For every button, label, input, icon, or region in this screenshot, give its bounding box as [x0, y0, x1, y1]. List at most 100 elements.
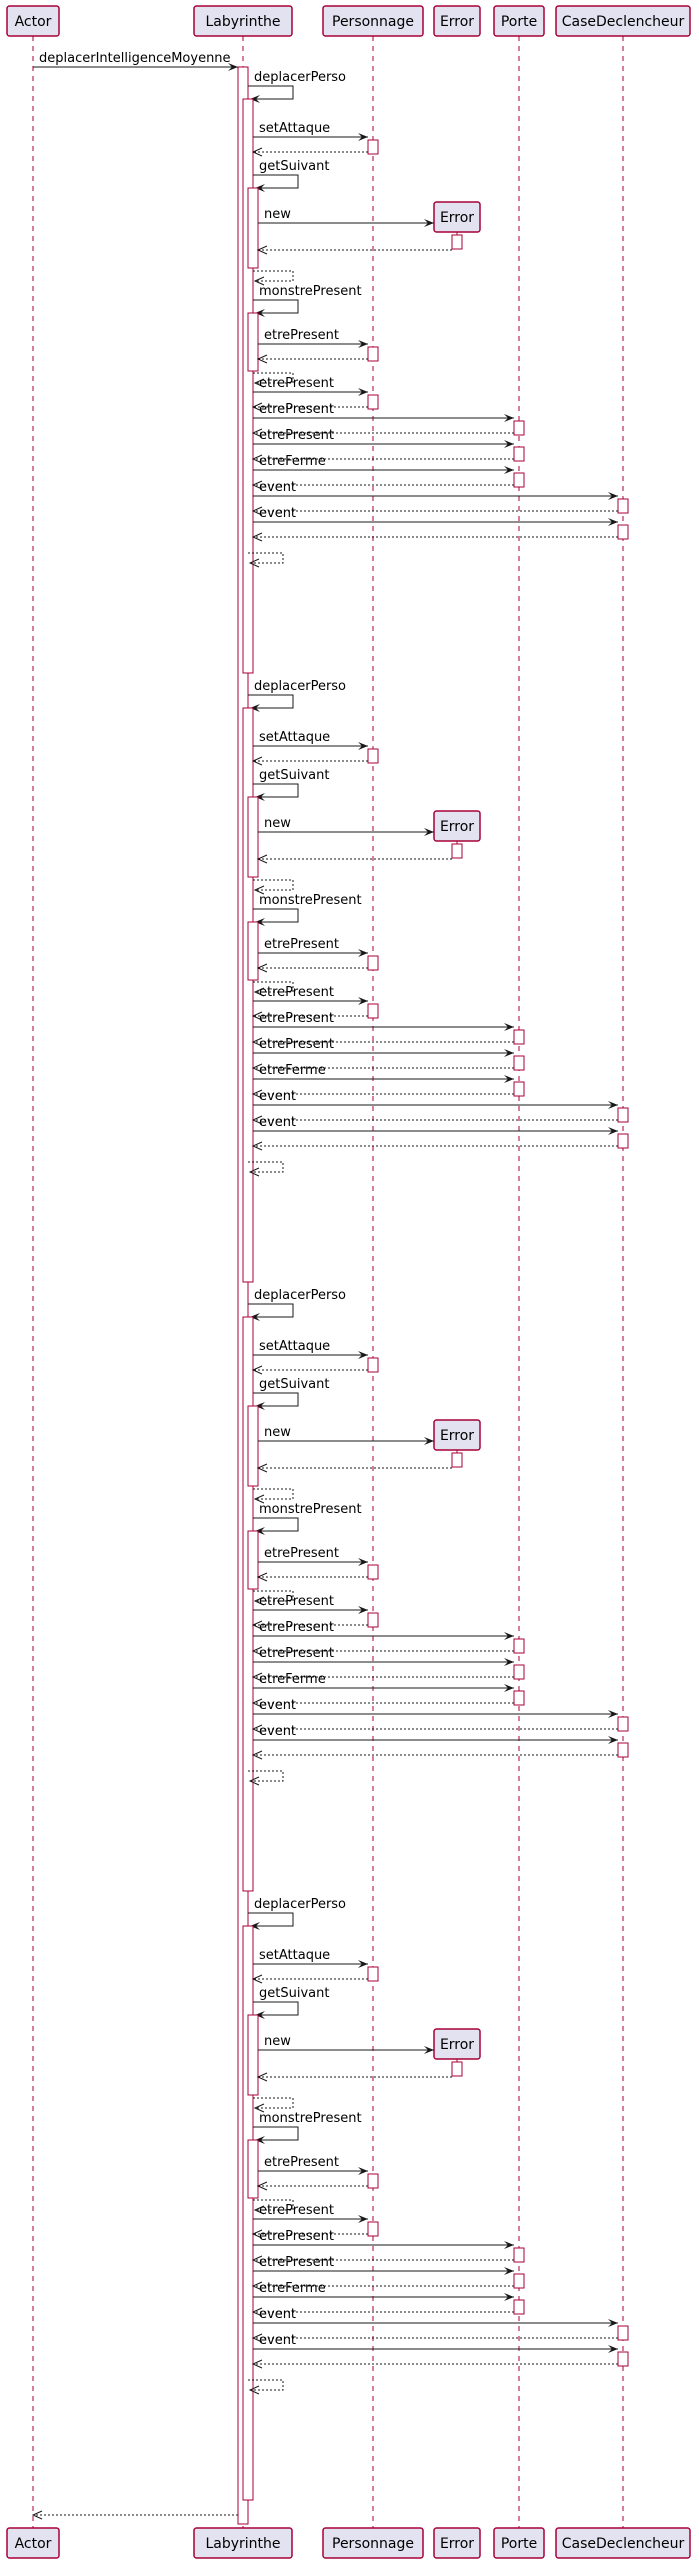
self-return-arrow	[253, 270, 294, 282]
arrow-head	[358, 2215, 368, 2223]
activation-box	[367, 1966, 379, 1982]
message-label-set-attaque: setAttaque	[259, 730, 330, 745]
arrow-head	[608, 1101, 618, 1109]
message-label-monstre-present: monstrePresent	[259, 893, 362, 908]
arrow-head	[504, 2267, 514, 2275]
participant-error-top: Error	[433, 5, 481, 37]
message-label-deplacer-intelligence-moyenne: deplacerIntelligenceMoyenne	[39, 51, 231, 66]
participant-box	[322, 2527, 424, 2559]
self-return-arrow	[253, 2199, 294, 2211]
self-message-arrow	[248, 85, 294, 100]
message-label-etre-present: etrePresent	[259, 1620, 334, 1635]
message-label-deplacer-perso: deplacerPerso	[254, 1897, 346, 1912]
message-label-etre-present: etrePresent	[264, 1546, 339, 1561]
arrow-head	[504, 1684, 514, 1692]
message-label-etre-ferme: etreFerme	[259, 1063, 326, 1078]
activation-box	[513, 1029, 525, 1045]
participant-label: Error	[440, 2037, 474, 2053]
participant-box	[193, 2527, 293, 2559]
arrow-head	[251, 2229, 263, 2239]
monstre-present-activation	[247, 921, 259, 981]
participant-error-created: Error	[433, 2028, 481, 2060]
message-label-etre-present: etrePresent	[264, 2155, 339, 2170]
activation-box	[451, 843, 463, 859]
message-label-new: new	[264, 816, 291, 831]
arrow-head	[358, 133, 368, 141]
arrow-head	[251, 1063, 263, 1073]
arrow-head	[251, 1620, 263, 1630]
self-message-arrow	[253, 2126, 299, 2141]
participant-personnage-top: Personnage	[322, 5, 424, 37]
activation-box	[617, 2325, 629, 2341]
arrow-head	[251, 1750, 263, 1760]
arrow-head	[251, 1698, 263, 1708]
arrow-head	[251, 1646, 263, 1656]
arrow-head	[251, 1974, 263, 1984]
arrow-head	[608, 2345, 618, 2353]
arrow-head	[255, 918, 265, 926]
arrow-head	[251, 756, 263, 766]
participant-label: Error	[440, 210, 474, 226]
arrow-head	[504, 1632, 514, 1640]
message-label-event: event	[259, 1115, 296, 1130]
participant-label: Error	[440, 819, 474, 835]
arrow-head	[250, 1922, 260, 1930]
self-return-arrow	[253, 1590, 294, 1602]
activation-box	[617, 1133, 629, 1149]
participant-box	[6, 2527, 60, 2559]
activation-box	[617, 524, 629, 540]
arrow-head	[251, 454, 263, 464]
message-label-etre-ferme: etreFerme	[259, 454, 326, 469]
activation-box	[367, 1564, 379, 1580]
arrow-head	[358, 1558, 368, 1566]
participant-label: Actor	[15, 14, 52, 30]
participant-labyrinthe-bottom: Labyrinthe	[193, 2527, 293, 2559]
arrow-head	[608, 1710, 618, 1718]
arrow-head	[358, 388, 368, 396]
arrow-head	[504, 1075, 514, 1083]
arrow-head	[228, 63, 238, 71]
deplacer-perso-activation	[242, 707, 254, 1283]
activation-box	[513, 1690, 525, 1706]
message-label-event: event	[259, 1089, 296, 1104]
arrow-head	[256, 2072, 268, 2082]
get-suivant-activation	[247, 796, 259, 878]
labyrinthe-main-activation	[237, 66, 249, 2525]
self-message-arrow	[253, 908, 299, 923]
participant-error-created: Error	[433, 201, 481, 233]
arrow-head	[608, 492, 618, 500]
participant-case-declencheur-top: CaseDeclencheur	[555, 5, 691, 37]
activation-box	[367, 2173, 379, 2189]
arrow-head	[251, 147, 263, 157]
participant-label: Error	[440, 1428, 474, 1444]
arrow-head	[253, 276, 265, 286]
participant-box	[433, 5, 481, 37]
arrow-head	[251, 506, 263, 516]
activation-box	[513, 2247, 525, 2263]
participant-box	[433, 2527, 481, 2559]
activation-box	[367, 748, 379, 764]
message-label-event: event	[259, 506, 296, 521]
monstre-present-activation	[247, 312, 259, 372]
self-return-arrow	[253, 1488, 294, 1500]
message-label-etre-present: etrePresent	[259, 428, 334, 443]
message-label-deplacer-perso: deplacerPerso	[254, 1288, 346, 1303]
arrow-head	[256, 1463, 268, 1473]
deplacer-perso-activation	[242, 1925, 254, 2501]
self-message-arrow	[253, 299, 299, 314]
participant-labyrinthe-top: Labyrinthe	[193, 5, 293, 37]
self-return-arrow	[253, 372, 294, 384]
self-message-arrow	[253, 783, 299, 798]
arrow-head	[504, 2293, 514, 2301]
participant-actor-bottom: Actor	[6, 2527, 60, 2559]
self-message-arrow	[253, 1517, 299, 1532]
activation-box	[617, 2351, 629, 2367]
arrow-head	[31, 2510, 43, 2520]
participant-box	[193, 5, 293, 37]
deplacer-perso-activation	[242, 1316, 254, 1892]
activation-box	[513, 2273, 525, 2289]
get-suivant-activation	[247, 2014, 259, 2096]
arrow-head	[248, 2385, 260, 2395]
arrow-head	[250, 1313, 260, 1321]
arrow-head	[358, 340, 368, 348]
